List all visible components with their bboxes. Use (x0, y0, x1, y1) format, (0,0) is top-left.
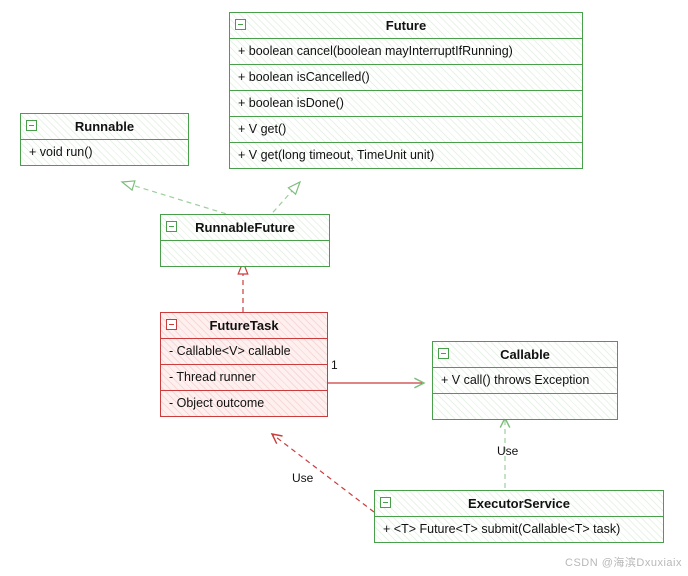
collapse-icon[interactable] (166, 221, 177, 232)
class-member-row: - Object outcome (169, 396, 265, 410)
class-member-row: - Thread runner (161, 365, 327, 391)
class-member-row-empty (161, 241, 329, 266)
collapse-icon[interactable] (438, 348, 449, 359)
class-member-row: + void run() (29, 145, 93, 159)
class-title-executorservice: ExecutorService (375, 491, 663, 517)
class-name-label: Runnable (74, 119, 135, 134)
class-name-label: RunnableFuture (195, 220, 295, 235)
class-box-runnable[interactable]: Runnable + void run() (20, 113, 189, 166)
collapse-icon[interactable] (235, 19, 246, 30)
class-name-label: Future (385, 18, 427, 33)
class-member-row: + boolean cancel(boolean mayInterruptIfR… (230, 39, 582, 65)
class-title-futuretask: FutureTask (161, 313, 327, 339)
class-name-label: FutureTask (209, 318, 279, 333)
class-member-row-empty (433, 394, 617, 419)
class-box-future[interactable]: Future + boolean cancel(boolean mayInter… (229, 12, 583, 169)
class-member-row: + V call() throws Exception (433, 368, 617, 394)
class-title-runnablefuture: RunnableFuture (161, 215, 329, 241)
edge-executorservice-uses-futuretask (270, 433, 375, 513)
class-member-row: + boolean isDone() (230, 91, 582, 117)
collapse-icon[interactable] (166, 319, 177, 330)
collapse-icon[interactable] (26, 120, 37, 131)
class-box-callable[interactable]: Callable + V call() throws Exception (432, 341, 618, 420)
class-box-runnablefuture[interactable]: RunnableFuture (160, 214, 330, 267)
class-title-callable: Callable (433, 342, 617, 368)
class-member-row: - Callable<V> callable (161, 339, 327, 365)
class-member-row: + V get() (230, 117, 582, 143)
class-name-label: Callable (500, 347, 550, 362)
class-member-row: + <T> Future<T> submit(Callable<T> task) (383, 522, 621, 536)
class-member-row: + boolean isCancelled() (230, 65, 582, 91)
edge-label-use-callable: Use (497, 444, 519, 458)
edge-label-multiplicity-one: 1 (331, 358, 338, 372)
edge-label-use-futuretask: Use (292, 471, 314, 485)
watermark: CSDN @海滨Dxuxiaix (565, 557, 682, 569)
class-member-row: + V get(long timeout, TimeUnit unit) (238, 148, 435, 162)
class-box-futuretask[interactable]: FutureTask - Callable<V> callable - Thre… (160, 312, 328, 417)
class-title-runnable: Runnable (21, 114, 188, 140)
class-box-executorservice[interactable]: ExecutorService + <T> Future<T> submit(C… (374, 490, 664, 543)
collapse-icon[interactable] (380, 497, 391, 508)
class-name-label: ExecutorService (468, 496, 570, 511)
class-title-future: Future (230, 13, 582, 39)
